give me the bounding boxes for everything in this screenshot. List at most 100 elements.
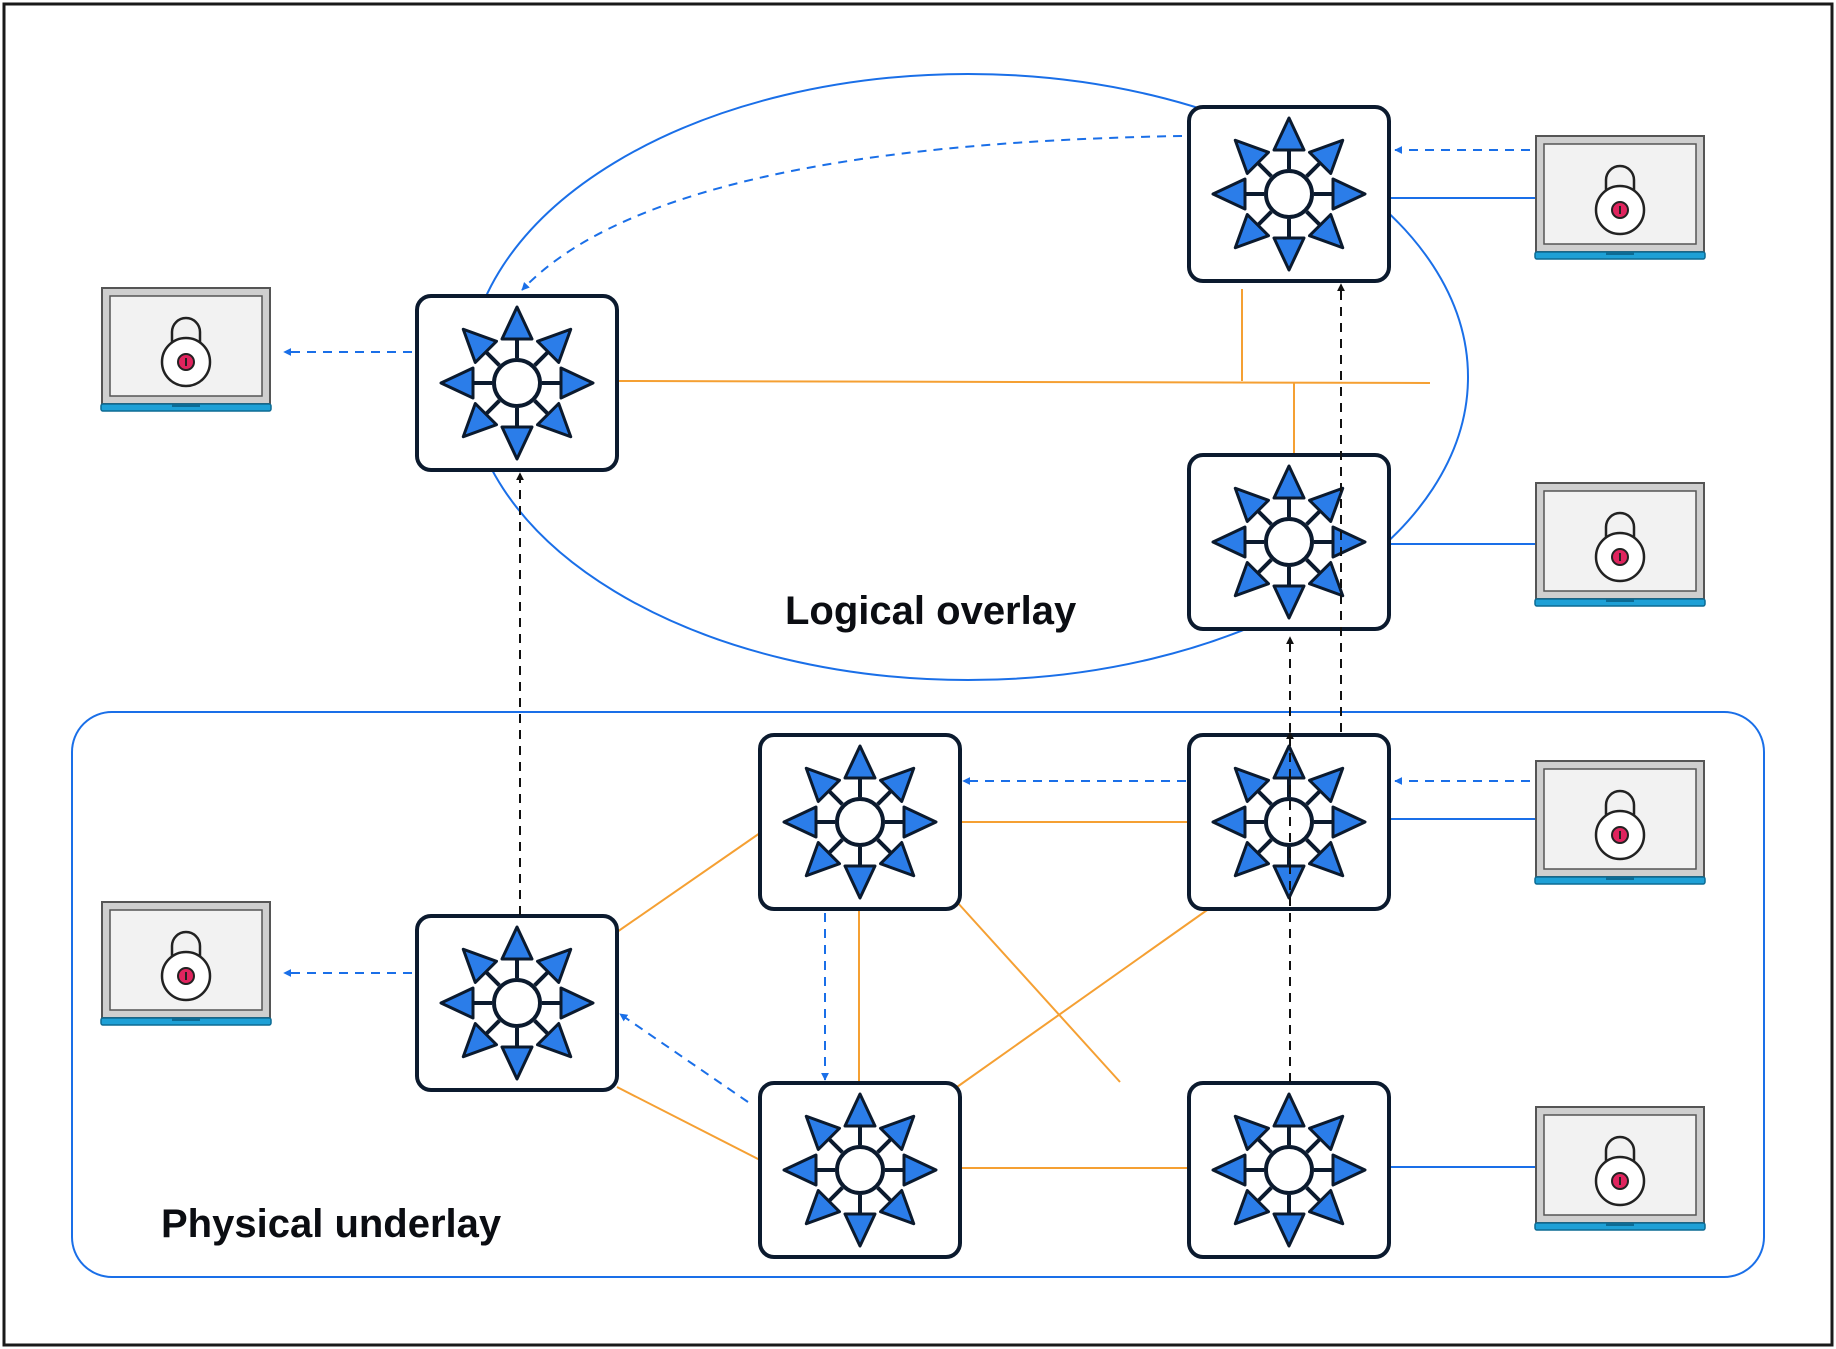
- switch-arrowhead: [843, 1212, 877, 1248]
- switch-spoke: [484, 399, 501, 416]
- switch-arrowhead: [902, 805, 938, 839]
- switch-arrowhead: [1211, 1153, 1247, 1187]
- switch-spoke: [533, 399, 550, 416]
- padlock-icon: [1594, 164, 1646, 236]
- switch-spoke: [1305, 210, 1322, 227]
- switch-spoke: [827, 838, 844, 855]
- switch-spoke: [1305, 1137, 1322, 1154]
- padlock-icon: [1594, 511, 1646, 583]
- switch-arrowhead: [879, 841, 916, 878]
- switch-arrowhead: [879, 1189, 916, 1226]
- switch-arrowhead: [902, 1153, 938, 1187]
- switch-spoke: [1305, 509, 1322, 526]
- switch-arrowhead: [1308, 766, 1345, 803]
- physical-underlay-label: Physical underlay: [161, 1202, 502, 1246]
- laptop-notch: [1606, 252, 1634, 255]
- switch-spoke: [533, 350, 550, 367]
- traffic-layer: [283, 135, 1530, 1103]
- switch-arrowhead: [879, 766, 916, 803]
- switch-hub: [835, 797, 885, 847]
- switch-spoke: [484, 970, 501, 987]
- padlock-icon: [1594, 1135, 1646, 1207]
- switch-arrowhead: [500, 305, 534, 341]
- switch-spoke: [827, 1137, 844, 1154]
- switch-spoke: [876, 1137, 893, 1154]
- switch-arrowhead: [1233, 1114, 1270, 1151]
- switch-arrowhead: [1211, 525, 1247, 559]
- laptop-endpoint-6: [1534, 1106, 1706, 1231]
- orange-physical-link: [616, 832, 761, 933]
- switch-hub: [835, 1145, 885, 1195]
- switch-arrowhead: [1331, 1153, 1367, 1187]
- switch-arrowhead: [1308, 1114, 1345, 1151]
- laptop-endpoint-1: [100, 287, 272, 412]
- switch-arrowhead: [1272, 464, 1306, 500]
- logical-overlay-label: Logical overlay: [785, 589, 1077, 633]
- switch-arrowhead: [1308, 138, 1345, 175]
- laptop-notch: [1606, 877, 1634, 880]
- switch-u2: [758, 733, 962, 911]
- switch-arrowhead: [461, 327, 498, 364]
- node-layer: [100, 105, 1706, 1259]
- padlock-icon: [160, 930, 212, 1002]
- switch-u1: [415, 914, 619, 1092]
- switch-spoke: [1256, 838, 1273, 855]
- switch-spoke: [827, 1186, 844, 1203]
- switch-arrowhead: [461, 947, 498, 984]
- switch-arrowhead: [804, 841, 841, 878]
- laptop-notch: [172, 404, 200, 407]
- switch-arrowhead: [1308, 561, 1345, 598]
- switch-spoke: [1256, 789, 1273, 806]
- switch-ov1: [415, 294, 619, 472]
- switch-ov3: [1187, 453, 1391, 631]
- switch-arrowhead: [439, 366, 475, 400]
- switch-arrowhead: [1233, 138, 1270, 175]
- switch-arrowhead: [1233, 213, 1270, 250]
- laptop-endpoint-3: [1534, 482, 1706, 607]
- laptop-endpoint-2: [1534, 135, 1706, 260]
- switch-arrowhead: [1308, 1189, 1345, 1226]
- switch-spoke: [1305, 558, 1322, 575]
- switch-arrowhead: [843, 864, 877, 900]
- switch-arrowhead: [1272, 116, 1306, 152]
- switch-arrowhead: [1233, 561, 1270, 598]
- switch-spoke: [533, 970, 550, 987]
- switch-spoke: [1256, 558, 1273, 575]
- switch-arrowhead: [1308, 486, 1345, 523]
- switch-spoke: [1256, 509, 1273, 526]
- switch-arrowhead: [1308, 213, 1345, 250]
- switch-spoke: [1256, 1137, 1273, 1154]
- laptop-endpoint-4: [1534, 760, 1706, 885]
- switch-arrowhead: [1211, 177, 1247, 211]
- switch-spoke: [1305, 838, 1322, 855]
- padlock-icon: [1594, 789, 1646, 861]
- switch-spoke: [876, 838, 893, 855]
- switch-arrowhead: [536, 947, 573, 984]
- laptop-notch: [1606, 599, 1634, 602]
- padlock-shackle: [1604, 164, 1636, 193]
- switch-u4: [758, 1081, 962, 1259]
- switch-arrowhead: [536, 1022, 573, 1059]
- switch-arrowhead: [1331, 805, 1367, 839]
- switch-u5: [1187, 1081, 1391, 1259]
- switch-arrowhead: [1272, 1092, 1306, 1128]
- switch-spoke: [484, 350, 501, 367]
- orange-physical-link: [616, 380, 1431, 384]
- switch-hub: [1264, 1145, 1314, 1195]
- switch-arrowhead: [1272, 584, 1306, 620]
- padlock-shackle: [1604, 511, 1636, 540]
- switch-arrowhead: [1233, 841, 1270, 878]
- link-layer: [616, 197, 1535, 1169]
- switch-arrowhead: [461, 1022, 498, 1059]
- switch-arrowhead: [804, 1189, 841, 1226]
- switch-arrowhead: [1272, 1212, 1306, 1248]
- switch-arrowhead: [1233, 1189, 1270, 1226]
- switch-hub: [492, 358, 542, 408]
- switch-arrowhead: [559, 366, 595, 400]
- switch-spoke: [1256, 161, 1273, 178]
- underlay-region: [71, 711, 1765, 1278]
- orange-physical-link: [956, 907, 1211, 1088]
- switch-arrowhead: [461, 402, 498, 439]
- switch-spoke: [1256, 1186, 1273, 1203]
